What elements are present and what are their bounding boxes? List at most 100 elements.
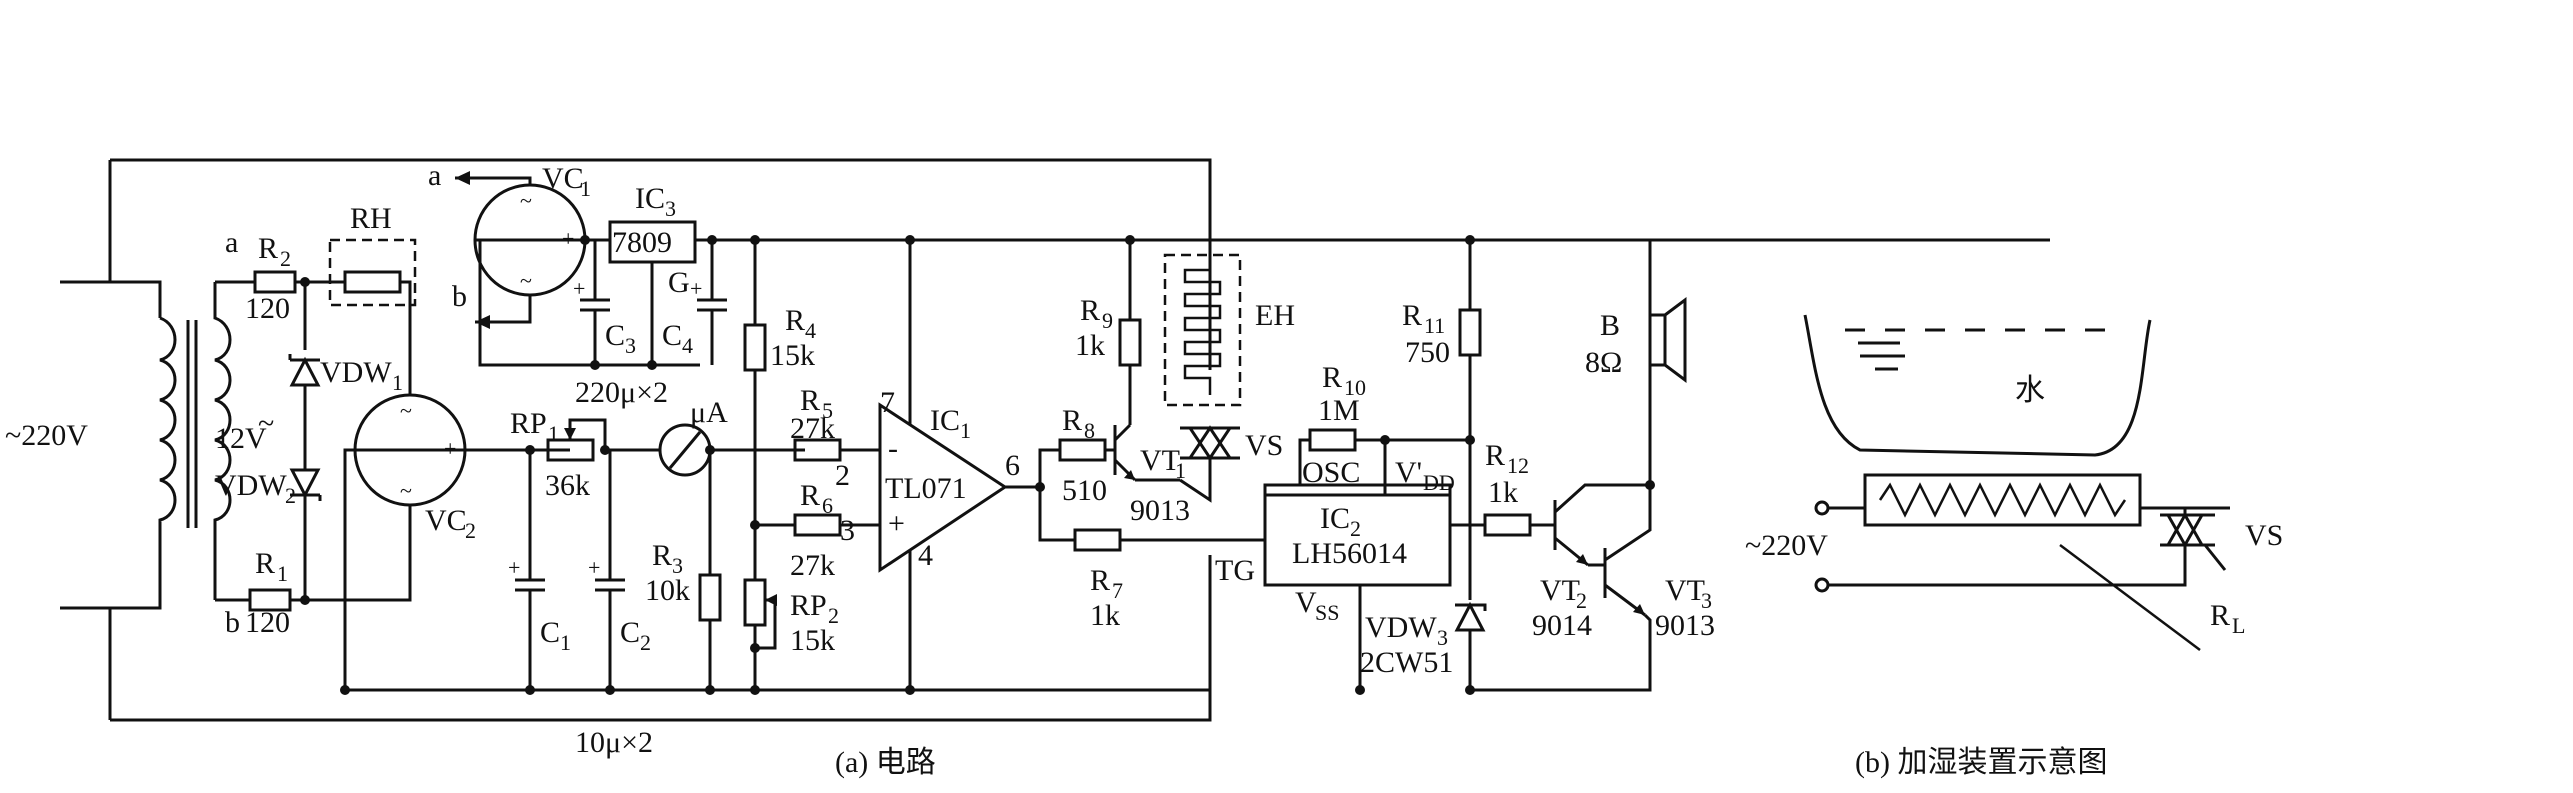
svg-text:R: R [1090, 564, 1110, 597]
svg-text:R: R [1402, 299, 1422, 332]
svg-text:10: 10 [1344, 375, 1366, 400]
c3-label: C 3 [605, 319, 636, 358]
svg-text:2: 2 [1350, 516, 1361, 541]
rp1-label: RP 1 [510, 407, 559, 446]
vc2-label: VC 2 [425, 504, 476, 543]
caption-a: (a) 电路 [835, 746, 936, 779]
speaker-label: B [1600, 309, 1620, 342]
zener-VDW3 [1454, 601, 1487, 690]
svg-text:IC: IC [930, 404, 960, 437]
svg-text:3: 3 [1701, 588, 1712, 613]
vss-label: V SS [1295, 586, 1339, 625]
svg-text:V: V [1295, 586, 1317, 619]
transistor-VT2 [1553, 483, 1650, 567]
r5-label: R 5 [800, 384, 833, 423]
speaker-B [1648, 240, 1687, 485]
svg-text:1: 1 [548, 421, 559, 446]
r7-value: 1k [1090, 599, 1120, 632]
svg-text:R: R [1062, 404, 1082, 437]
svg-text:3: 3 [665, 196, 676, 221]
r1-value: 120 [245, 606, 290, 639]
zener-VDW1 [288, 282, 321, 470]
bridge-VC1: ~ ~ - + [473, 183, 587, 297]
ic3-part: 7809 [612, 226, 672, 259]
sensor-RH [343, 270, 402, 294]
svg-text:VT: VT [1665, 574, 1705, 607]
r11-label: R 11 [1402, 299, 1445, 338]
r5-value: 27k [790, 412, 835, 445]
zener-VDW2 [289, 468, 322, 600]
microammeter [640, 423, 805, 477]
ic3-label: IC 3 [635, 182, 676, 221]
bridge-VC2: ~ ~ - + [353, 393, 467, 507]
svg-text:C: C [662, 319, 682, 352]
opamp-IC1: - + [878, 240, 1040, 690]
c1-label: C 1 [540, 616, 571, 655]
svg-text:-: - [490, 226, 497, 251]
svg-text:R: R [652, 539, 672, 572]
svg-text:R: R [2210, 599, 2230, 632]
potentiometer-RP2 [743, 525, 777, 690]
vdd-label: V' DD [1395, 456, 1455, 495]
resistor-R9 [1118, 240, 1142, 425]
c12-value: 10μ×2 [575, 726, 653, 759]
svg-text:4: 4 [805, 318, 816, 343]
svg-text:2: 2 [465, 518, 476, 543]
ac-tilde: ~ [258, 407, 274, 440]
svg-text:~: ~ [400, 478, 412, 503]
ic1-label: IC 1 [930, 404, 971, 443]
c2-label: C 2 [620, 616, 651, 655]
ic2-label: IC 2 [1320, 502, 1361, 541]
svg-text:RP: RP [790, 589, 827, 622]
svg-text:C: C [605, 319, 625, 352]
svg-text:2: 2 [1576, 588, 1587, 613]
svg-text:~: ~ [520, 268, 532, 293]
c34-value: 220μ×2 [575, 376, 668, 409]
rp2-label: RP 2 [790, 589, 839, 628]
pin6-label: 6 [1005, 449, 1020, 482]
triac-VS [1179, 425, 1240, 503]
svg-text:+: + [444, 436, 456, 461]
water-tank [1803, 314, 2152, 457]
secondary-voltage-label: 12V [215, 422, 267, 455]
svg-text:+: + [562, 226, 574, 251]
r8-label: R 8 [1062, 404, 1095, 443]
heater-RL [1814, 473, 2230, 651]
vt1-part: 9013 [1130, 494, 1190, 527]
svg-text:R: R [258, 232, 278, 265]
capacitor-C4: + [690, 240, 727, 365]
r4-value: 15k [770, 339, 815, 372]
svg-text:7: 7 [1112, 578, 1123, 603]
rp1-value: 36k [545, 469, 590, 502]
svg-text:VT: VT [1540, 574, 1580, 607]
potentiometer-RP1 [546, 418, 640, 462]
svg-text:6: 6 [822, 493, 833, 518]
mains-label: ~220V [5, 419, 88, 452]
svg-text:VDW: VDW [1365, 611, 1437, 644]
r6-label: R 6 [800, 479, 833, 518]
svg-text:2: 2 [640, 630, 651, 655]
mains-input [60, 158, 1212, 722]
rh-label: RH [350, 202, 392, 235]
svg-text:VC: VC [425, 504, 467, 537]
vdw2-label: VDW 2 [215, 469, 296, 508]
meter-label: μA [690, 396, 728, 429]
resistor-R2 [253, 270, 297, 294]
out-a-label: a [428, 159, 441, 192]
r1-label: R 1 [255, 547, 288, 586]
vt3-label: VT 3 [1665, 574, 1712, 613]
svg-text:+: + [690, 276, 702, 301]
svg-text:11: 11 [1424, 313, 1445, 338]
svg-text:C: C [540, 616, 560, 649]
svg-text:C: C [620, 616, 640, 649]
pin3-label: 3 [840, 514, 855, 547]
resistor-R4 [743, 240, 767, 525]
vdw3-part: 2CW51 [1360, 646, 1453, 679]
vdw3-label: VDW 3 [1365, 611, 1448, 650]
svg-text:1: 1 [1175, 458, 1186, 483]
svg-text:5: 5 [822, 398, 833, 423]
vc1-label: VC 1 [542, 162, 591, 201]
eh-label: EH [1255, 299, 1295, 332]
osc-label: OSC [1302, 456, 1360, 489]
r11-value: 750 [1405, 336, 1450, 369]
